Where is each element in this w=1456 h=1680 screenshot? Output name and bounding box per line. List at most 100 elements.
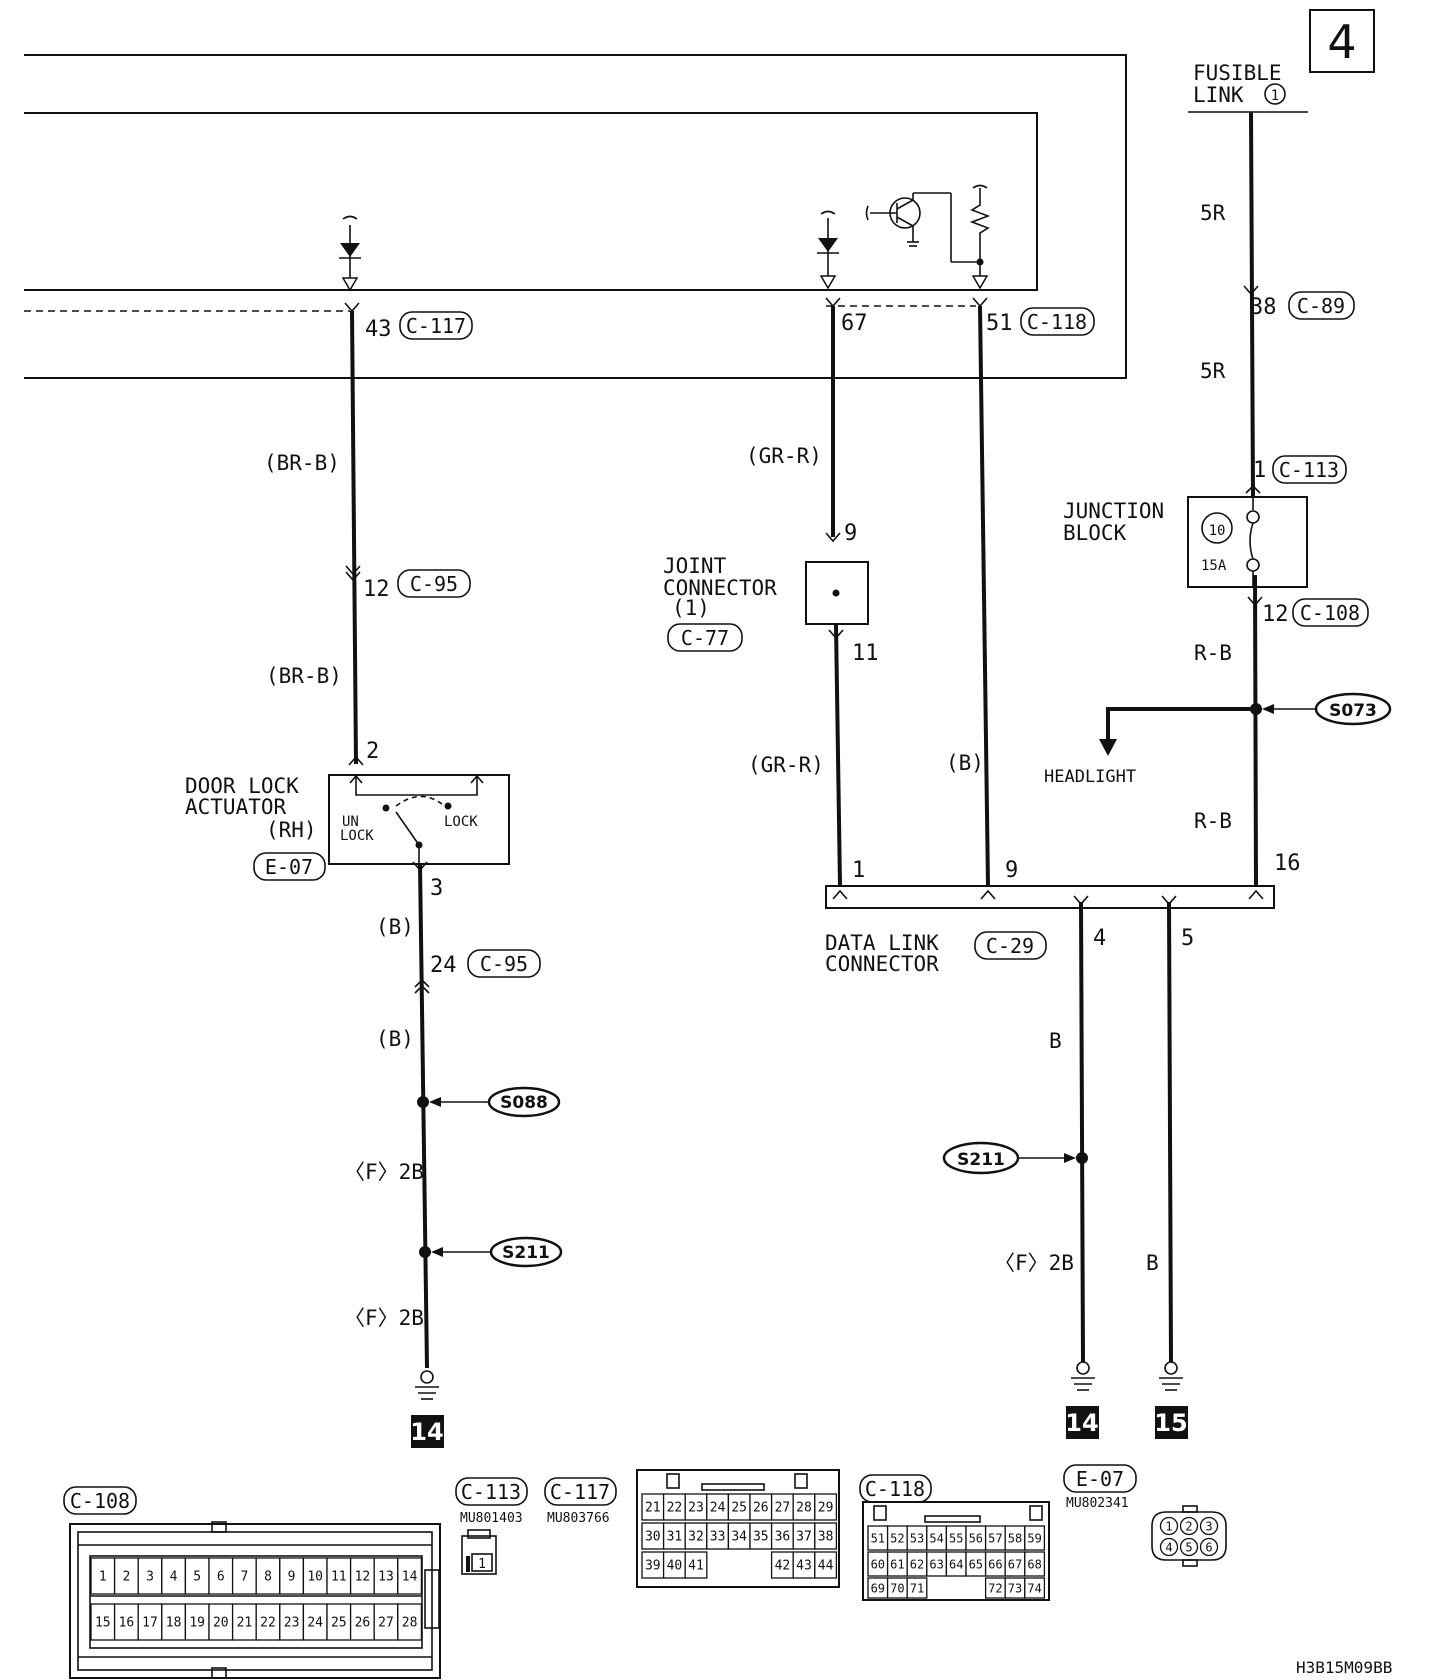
connector-ref-box: [1063, 1464, 1137, 1493]
pin-number: 43: [365, 317, 392, 342]
pin-cell: 27: [378, 1616, 394, 1631]
ground-ref: 14: [410, 1418, 443, 1446]
c108-pin-view: [69, 1521, 441, 1679]
connector-ref: C-108: [1300, 601, 1360, 625]
wire-color: 5R: [1200, 201, 1226, 225]
fusible-link-label: LINK: [1193, 83, 1244, 107]
pin-cell-circle: [1199, 1537, 1219, 1557]
wire-color: 〈F〉2B: [344, 1160, 424, 1184]
connector-ref: C-118: [865, 1477, 925, 1501]
pin-cell: 7: [240, 1570, 248, 1585]
splice-badge: [1314, 692, 1392, 726]
pin-cell: 71: [910, 1581, 924, 1595]
pin-cell: 67: [1008, 1557, 1022, 1571]
pin-number: 1: [852, 858, 865, 883]
wire-color: (GR-R): [746, 444, 822, 468]
pin-cell-box: [397, 1603, 423, 1641]
pin-cell: 42: [775, 1559, 791, 1574]
headlight-label: HEADLIGHT: [1044, 767, 1136, 787]
pin-cell: 65: [969, 1557, 983, 1571]
pin-cell-box: [1024, 1525, 1046, 1551]
pin-cell-circle: [1159, 1537, 1179, 1557]
pin-cell: 37: [796, 1530, 812, 1545]
pin-cell: 62: [910, 1557, 924, 1571]
e07-pin-view: [1151, 1505, 1227, 1567]
wire-color: (B): [376, 1027, 414, 1051]
wire-color: B: [1049, 1029, 1062, 1053]
pin-cell: 36: [775, 1530, 791, 1545]
resistor-symbol: [969, 184, 991, 290]
pin-cell: 29: [818, 1501, 834, 1516]
connector-ref-box: [1020, 307, 1095, 336]
pin-number: 12: [1262, 602, 1289, 627]
wire-color: (BR-B): [266, 664, 342, 688]
pin-cell: 19: [189, 1616, 205, 1631]
transistor-symbol: [865, 192, 980, 263]
connector-ref: C-118: [1027, 310, 1087, 334]
connector-ref-box: [1288, 291, 1355, 320]
pin-cell: 51: [871, 1531, 885, 1545]
ground-ref: 15: [1154, 1409, 1187, 1437]
pin-cell: 22: [667, 1501, 683, 1516]
splice-point: [1250, 703, 1262, 715]
joint-connector-label: JOINT: [663, 554, 727, 578]
diode-symbol: [339, 215, 361, 292]
part-number: MU803766: [547, 1511, 610, 1526]
ground-ref-badge: [411, 1415, 444, 1448]
pin-number: 24: [430, 953, 457, 978]
pin-number: 4: [1093, 926, 1106, 951]
junction-block-label: BLOCK: [1063, 521, 1127, 545]
junction-block: [1187, 496, 1308, 588]
joint-connector-label: CONNECTOR: [663, 576, 777, 600]
pin-cell: 9: [288, 1570, 296, 1585]
connector-ref: E-07: [1076, 1467, 1124, 1491]
pin-cell-box: [397, 1557, 423, 1595]
pin-cell-box: [814, 1522, 838, 1550]
wire-color: (BR-B): [264, 451, 340, 475]
pin-cell: 1: [1165, 1520, 1172, 1534]
connector-ref: C-95: [480, 952, 528, 976]
splice-badge: [487, 1086, 561, 1118]
pin-cell: 4: [170, 1570, 178, 1585]
pin-cell: 12: [355, 1570, 371, 1585]
pin-cell: 1: [99, 1570, 107, 1585]
joint-connector-dot: [832, 589, 840, 597]
pin-cell: 43: [796, 1559, 812, 1574]
wire-color: (B): [376, 915, 414, 939]
fuse-symbol: [1246, 497, 1260, 587]
connector-ref: C-117: [550, 1480, 610, 1504]
page-number: 4: [1327, 15, 1356, 69]
splice-point: [417, 1096, 429, 1108]
pin-cell: 6: [1205, 1541, 1212, 1555]
connector-arrows: [344, 285, 1264, 994]
pin-cell: 20: [213, 1616, 229, 1631]
ground-ref-badge: [1155, 1406, 1188, 1439]
fusible-link-number: 1: [1271, 88, 1279, 104]
connector-ref-box: [397, 569, 471, 598]
unlock-label: UN: [342, 814, 359, 830]
splice-label: S211: [502, 1243, 550, 1263]
wire-color: (GR-R): [748, 753, 824, 777]
wire-color: (B): [946, 751, 984, 775]
joint-connector: [805, 561, 869, 625]
c113-pin-view: [461, 1529, 497, 1575]
pin-cell: 58: [1008, 1531, 1022, 1545]
pin-cell: 4: [1165, 1541, 1172, 1555]
pin-cell-circle: [1159, 1516, 1179, 1536]
diode-symbol: [817, 210, 839, 290]
pin-cell: 5: [1185, 1541, 1192, 1555]
connector-ref-box: [544, 1477, 617, 1506]
data-link-connector: [825, 885, 1275, 909]
pin-cell: 34: [731, 1530, 747, 1545]
connector-ref-box: [1292, 598, 1369, 627]
pin-cell: 24: [307, 1616, 323, 1631]
splice-point: [419, 1246, 431, 1258]
part-number: MU801403: [460, 1511, 523, 1526]
splice-badge: [942, 1141, 1020, 1175]
pin-cell: 3: [146, 1570, 154, 1585]
pin-number: 16: [1274, 851, 1301, 876]
door-lock-switch: [349, 774, 484, 864]
connector-ref: C-77: [681, 626, 729, 650]
pin-cell: 61: [890, 1557, 904, 1571]
